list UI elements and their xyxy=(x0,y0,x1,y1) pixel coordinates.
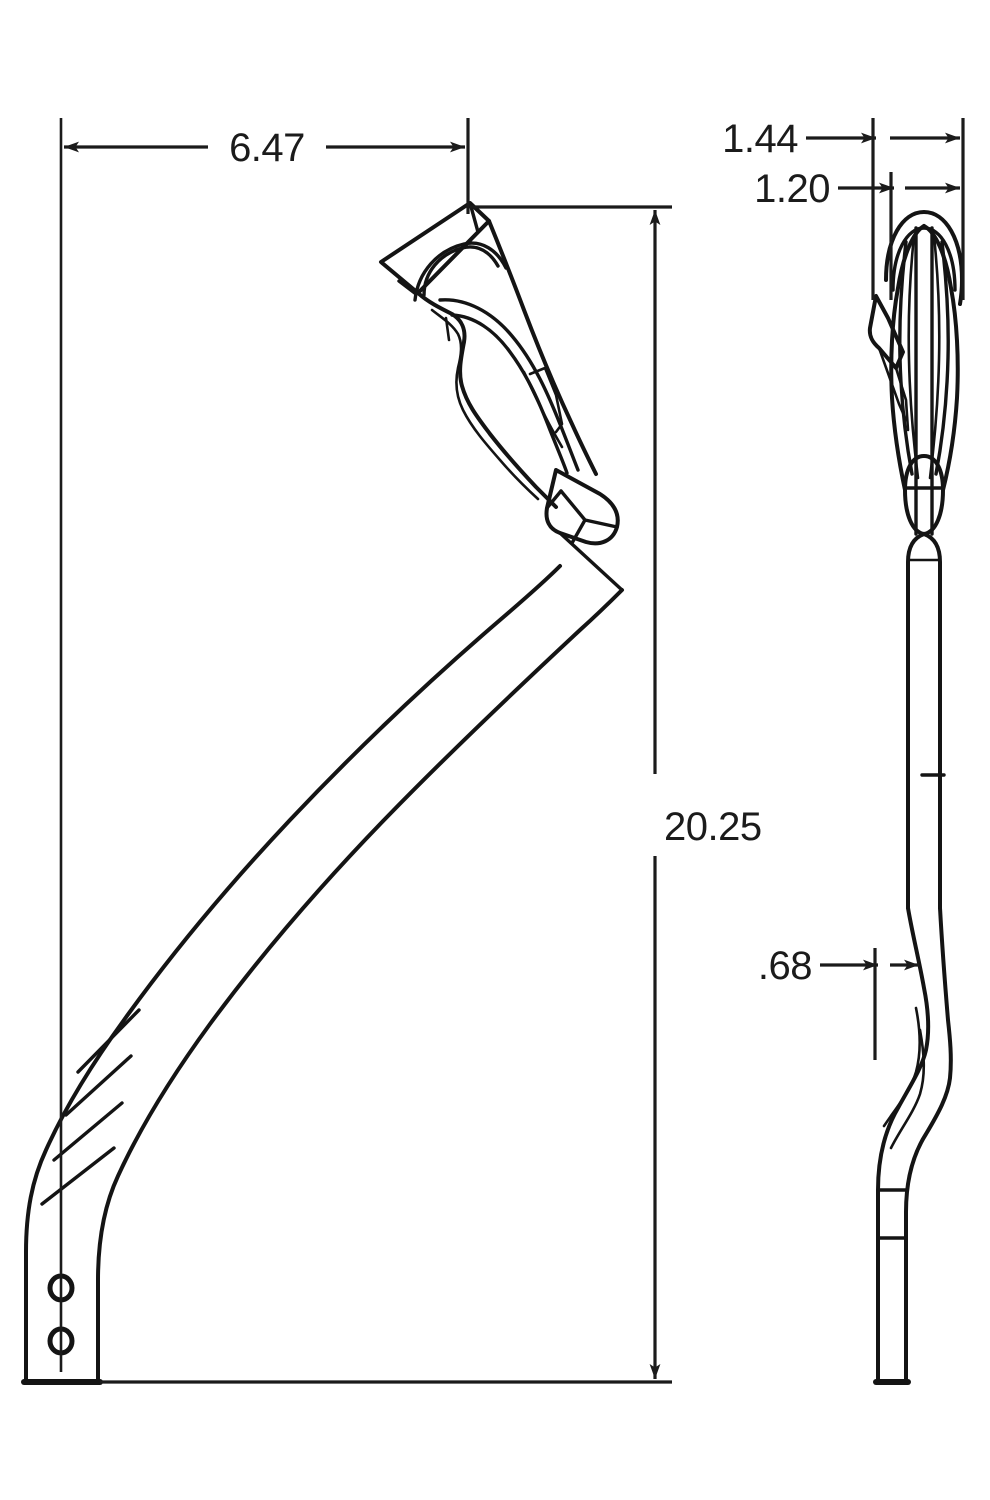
side-grip-contour-right-a xyxy=(934,240,950,476)
grip-lower-ferrule xyxy=(544,468,620,546)
dim-label-2025: 20.25 xyxy=(664,805,762,849)
dim-label-647: 6.47 xyxy=(229,126,305,170)
grip-shaft-junction xyxy=(558,531,624,592)
grip-face-contour-a xyxy=(438,298,580,472)
side-grip-neck-left xyxy=(906,532,926,910)
grip-lower-ferrule-facet-a xyxy=(559,489,619,529)
side-lever-stub xyxy=(867,294,905,370)
grip-lower-ferrule-facet-b xyxy=(570,518,587,545)
dimension-width-overall: 6.47 xyxy=(59,118,470,1372)
grip-body-right-outline xyxy=(487,219,598,476)
side-shaft-right-outline xyxy=(904,906,953,1384)
side-jog-detail-b xyxy=(882,1006,922,1128)
dim-label-144: 1.44 xyxy=(722,117,798,161)
shaft-right-outline xyxy=(96,588,624,1384)
side-grip-dome-inner xyxy=(891,226,957,292)
grip-body-left-outline xyxy=(416,291,558,509)
grip-face-contour-b xyxy=(450,313,569,475)
dim-label-68: .68 xyxy=(758,944,812,988)
side-view xyxy=(867,210,964,1385)
dimension-side-width-inner: 1.20 xyxy=(754,167,960,300)
dimension-height-overall: 20.25 xyxy=(100,205,762,1384)
dimension-side-width-outer: 1.44 xyxy=(722,117,965,300)
grip-parting-line xyxy=(522,370,564,449)
side-lever-stub-edge xyxy=(877,346,908,422)
grip-upper-cap-edge xyxy=(416,201,480,295)
side-lever-stub-edge-2 xyxy=(894,366,910,432)
grip-cap-boss-left xyxy=(397,279,418,296)
grip-rib-1 xyxy=(76,1008,141,1074)
front-view xyxy=(21,201,624,1385)
side-grip-contour-right-b xyxy=(928,234,941,480)
side-jog-detail-a xyxy=(889,1028,926,1150)
grip-inner-web-arc-2 xyxy=(413,241,508,302)
side-grip-body-left xyxy=(889,224,926,492)
grip-lower-ferrule-facet-c xyxy=(545,489,563,510)
shaft-left-outline xyxy=(24,564,562,1384)
grip-tick-mark xyxy=(444,316,451,342)
dim-label-120: 1.20 xyxy=(754,167,830,211)
grip-parting-notch xyxy=(528,366,564,434)
grip-rib-3 xyxy=(52,1101,124,1162)
grip-rib-2 xyxy=(64,1054,133,1117)
side-grip-contour-left-b xyxy=(907,234,920,480)
side-grip-neck-right xyxy=(922,532,942,910)
grip-rib-4 xyxy=(40,1146,116,1206)
grip-inner-web-arc xyxy=(422,245,500,297)
dimension-side-offset: .68 xyxy=(758,944,919,1060)
grip-finger-scallops xyxy=(430,308,540,501)
